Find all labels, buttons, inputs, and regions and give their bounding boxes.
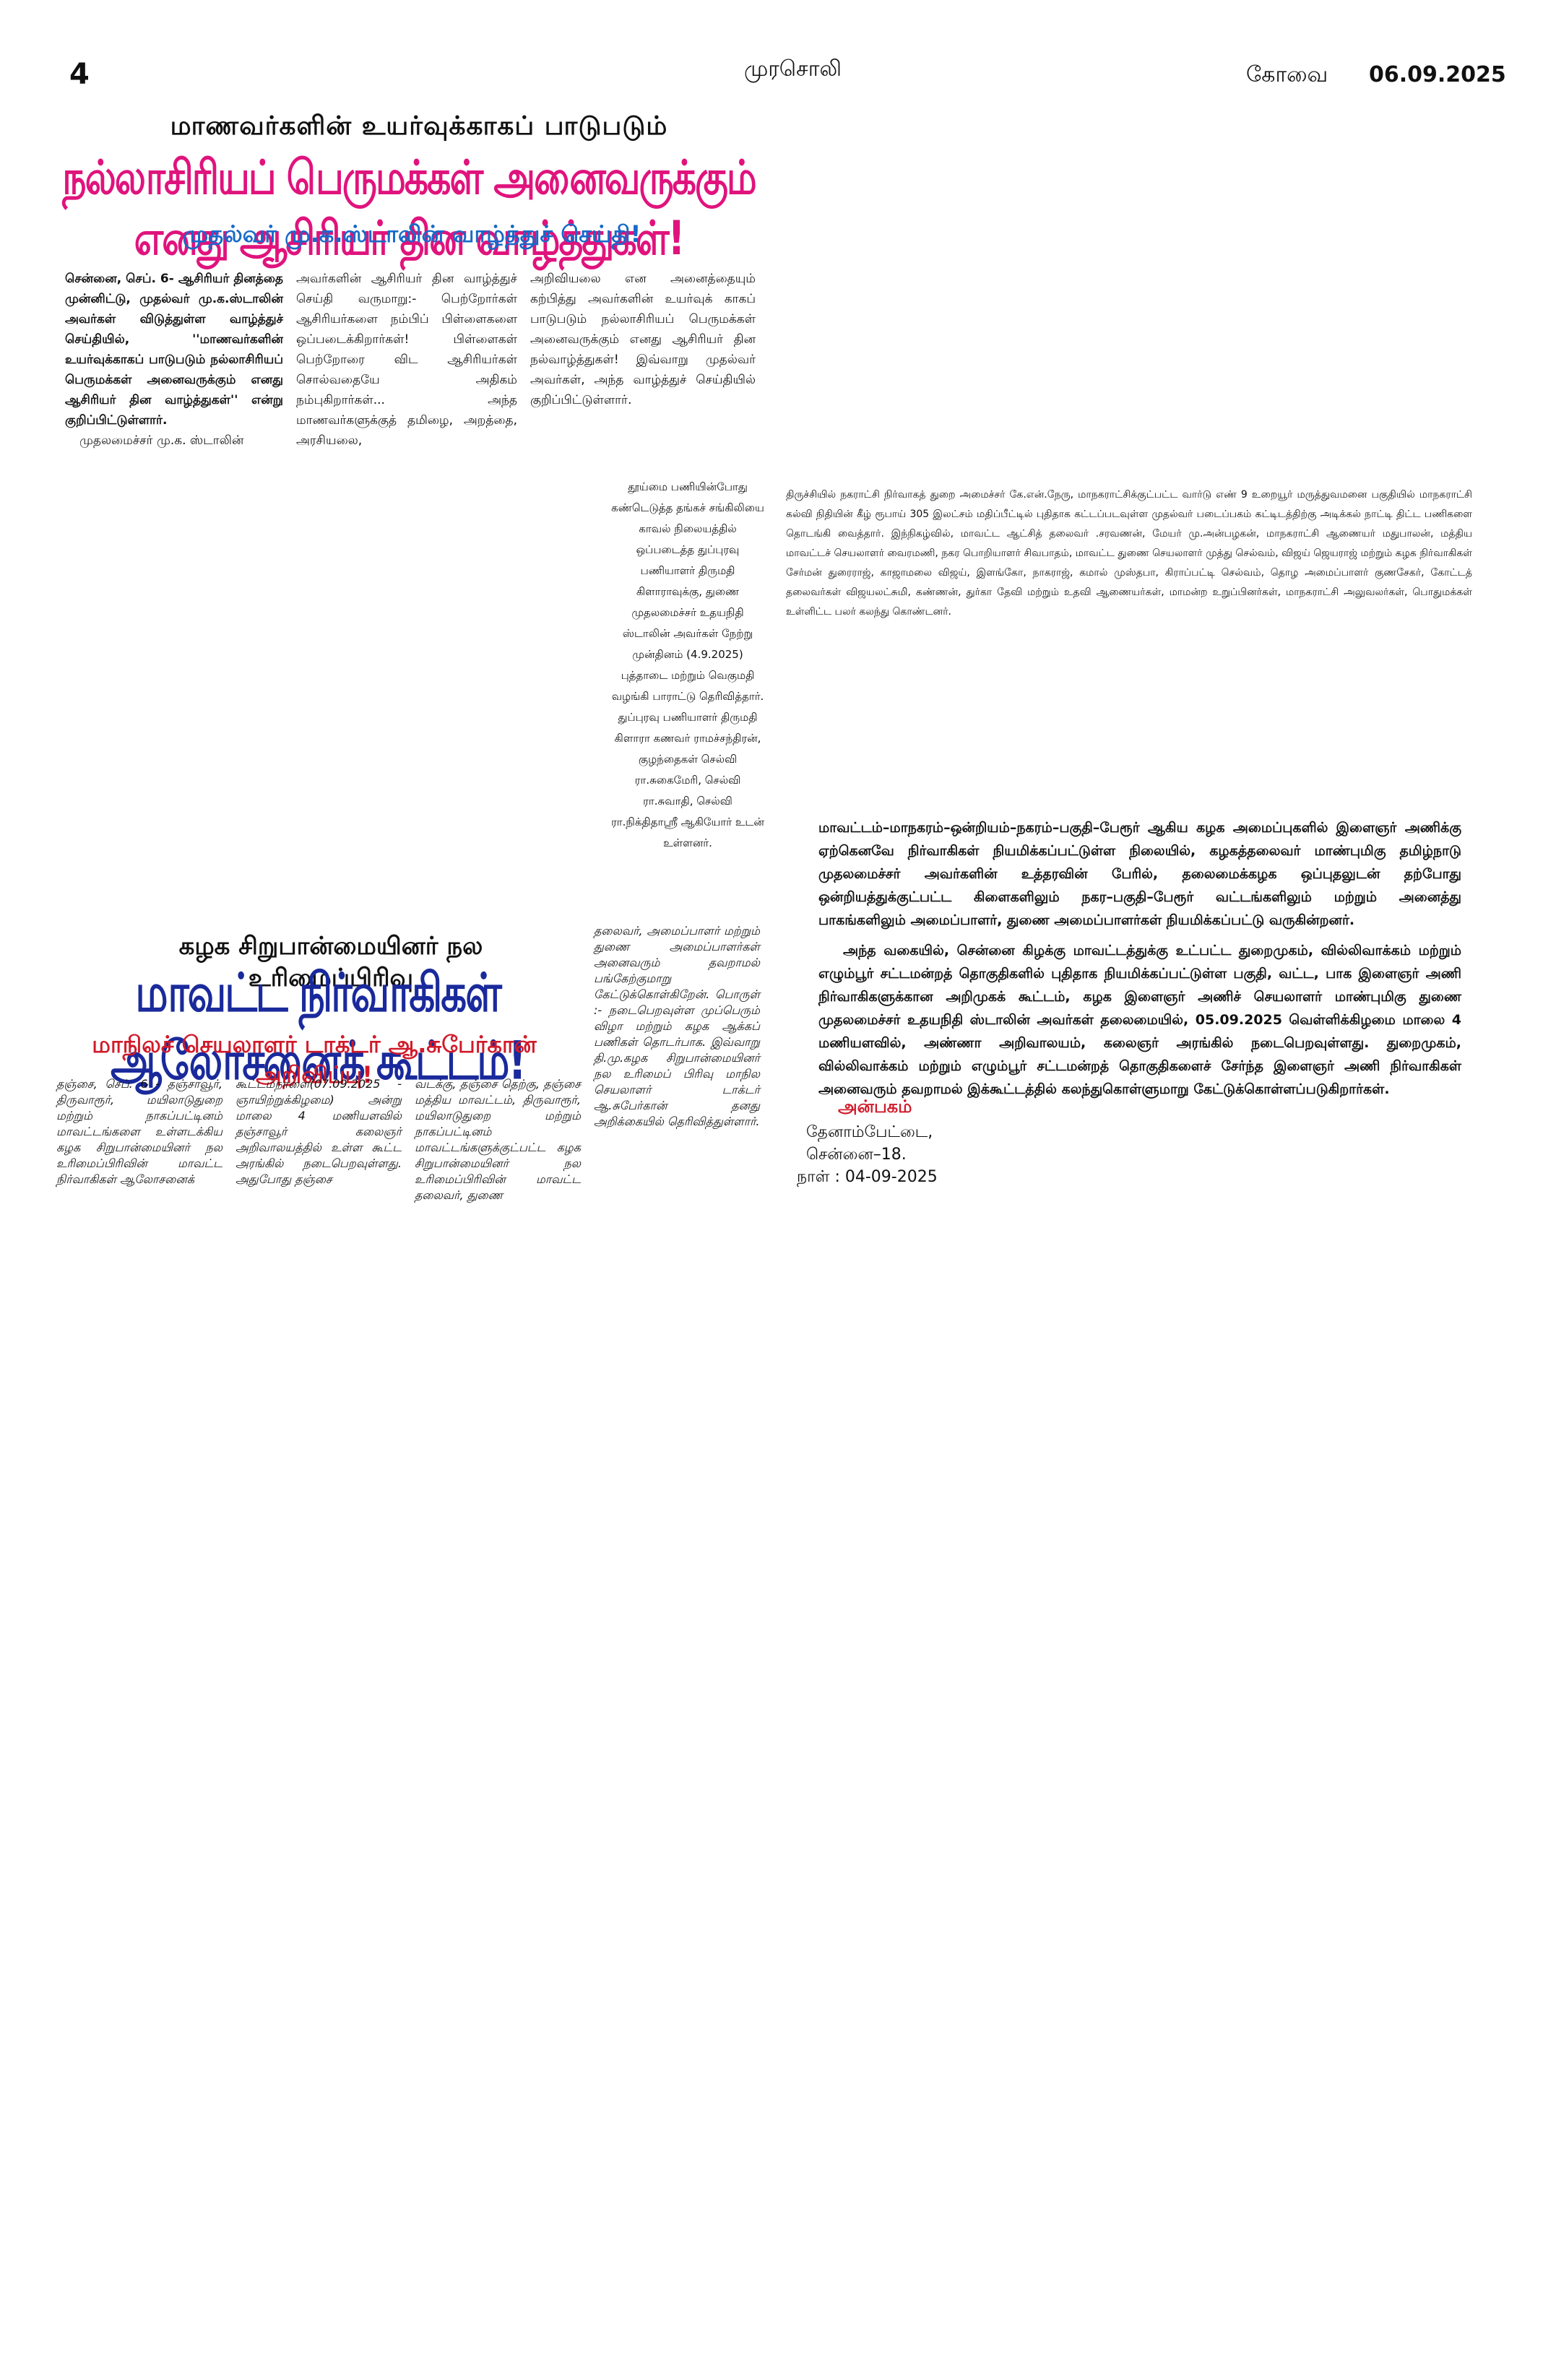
article1-subhead: முதல்வர் மு.க.ஸ்டாலின் வாழ்த்துச் செய்தி…	[182, 220, 641, 248]
notice-paragraph-2: அந்த வகையில், சென்னை கிழக்கு மாவட்டத்துக…	[818, 943, 1461, 1097]
notice-paragraph-1: மாவட்டம்–மாநகரம்–ஒன்றியம்–நகரம்–பகுதி–பே…	[818, 820, 1461, 928]
article1-column-1: சென்னை, செப். 6- ஆசிரியர் தினத்தை முன்னி…	[65, 269, 283, 451]
article1-headline: நல்லாசிரியப் பெருமக்கள் அனைவருக்கும் எனத…	[62, 151, 757, 266]
page-number: 4	[69, 58, 90, 91]
article2-column-1: தஞ்சை, செப். 6 - தஞ்சாவூர், திருவாரூர், …	[56, 1077, 222, 1186]
notice-sign-line-2: சென்னை–18.	[806, 1146, 907, 1164]
article2-column-4: தலைவர், அமைப்பாளர் மற்றும் துணை அமைப்பாள…	[594, 924, 760, 1128]
youth-wing-notice: மாவட்டம்–மாநகரம்–ஒன்றியம்–நகரம்–பகுதி–பே…	[818, 816, 1461, 1108]
photo-caption-sanitation-worker: தூய்மை பணியின்போது கண்டெடுத்த தங்கச் சங்…	[611, 480, 764, 849]
article2-column-3: வடக்கு, தஞ்சை தெற்கு, தஞ்சை மத்திய மாவட்…	[415, 1077, 581, 1202]
article1-column-3: அறிவியலை என அனைத்தையும் கற்பித்து அவர்கள…	[530, 269, 756, 410]
edition-name: கோவை	[1246, 62, 1328, 87]
article1-kicker: மாணவர்களின் உயர்வுக்காகப் பாடுபடும்	[170, 111, 668, 141]
article1-column-2: அவர்களின் ஆசிரியர் தின வாழ்த்துச் செய்தி…	[296, 269, 517, 451]
newspaper-name: முரசொலி	[744, 56, 842, 82]
article2-headline: மாவட்ட நிர்வாகிகள் ஆலோசனைக் கூட்டம்!	[111, 963, 527, 1092]
article1-col3-text: அறிவியலை என அனைத்தையும் கற்பித்து அவர்கள…	[530, 272, 756, 407]
issue-date: 06.09.2025	[1369, 62, 1506, 87]
article1-col1-rest: முதலமைச்சர் மு.க. ஸ்டாலின்	[79, 433, 244, 448]
notice-sign-line-1: தேனாம்பேட்டை,	[806, 1123, 933, 1141]
article2-kicker: கழக சிறுபான்மையினர் நல உரிமைப்பிரிவு	[178, 932, 483, 992]
article2-column-2: கூட்டம்நாளை(07.09.2025 - ஞாயிற்றுக்கிழமை…	[235, 1077, 402, 1186]
article1-col2-text: அவர்களின் ஆசிரியர் தின வாழ்த்துச் செய்தி…	[296, 272, 517, 448]
photo-caption-trichy: திருச்சியில் நகராட்சி நிர்வாகத் துறை அமை…	[786, 489, 1472, 618]
article2-subhead: மாநிலச் செயலாளர் டாக்டர் ஆ.சுபேர்கான் அற…	[92, 1031, 537, 1089]
notice-sign-date: நாள் : 04-09-2025	[797, 1168, 938, 1186]
notice-sign-title: அன்பகம்	[838, 1096, 912, 1117]
article1-lead: சென்னை, செப். 6- ஆசிரியர் தினத்தை முன்னி…	[65, 272, 283, 428]
